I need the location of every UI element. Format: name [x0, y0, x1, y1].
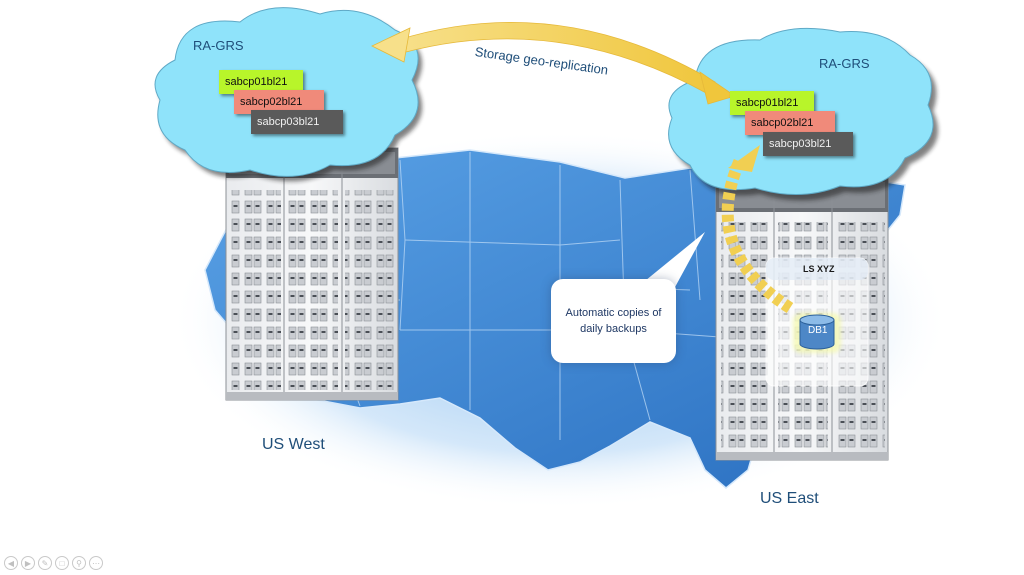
next-icon[interactable]: ▶ — [21, 556, 35, 570]
more-icon[interactable]: ⋯ — [89, 556, 103, 570]
pen-icon[interactable]: ✎ — [38, 556, 52, 570]
database-label: DB1 — [808, 325, 828, 336]
database-icon — [793, 313, 841, 353]
west-container-3: sabcp03bl21 — [251, 110, 343, 134]
west-container-1: sabcp01bl21 — [219, 70, 303, 94]
backup-callout: Automatic copies of daily backups — [551, 279, 676, 363]
backup-arrow — [721, 157, 794, 314]
west-region-label: US West — [262, 436, 325, 453]
east-region-label: US East — [760, 490, 819, 507]
west-cloud-label: RA-GRS — [193, 38, 244, 53]
slides-icon[interactable]: □ — [55, 556, 69, 570]
east-cloud-label: RA-GRS — [819, 56, 870, 71]
arrow-head-west — [371, 27, 411, 63]
backup-arrow-head — [728, 145, 760, 172]
east-container-2: sabcp02bl21 — [745, 111, 835, 135]
callout-text: Automatic copies of daily backups — [565, 307, 662, 335]
arrow-head-east — [699, 71, 736, 105]
east-container-3: sabcp03bl21 — [763, 132, 853, 156]
server-label: LS XYZ — [803, 264, 835, 274]
west-server-racks — [225, 147, 399, 401]
slideshow-toolbar: ◀ ▶ ✎ □ ⚲ ⋯ — [4, 556, 103, 570]
previous-icon[interactable]: ◀ — [4, 556, 18, 570]
zoom-icon[interactable]: ⚲ — [72, 556, 86, 570]
